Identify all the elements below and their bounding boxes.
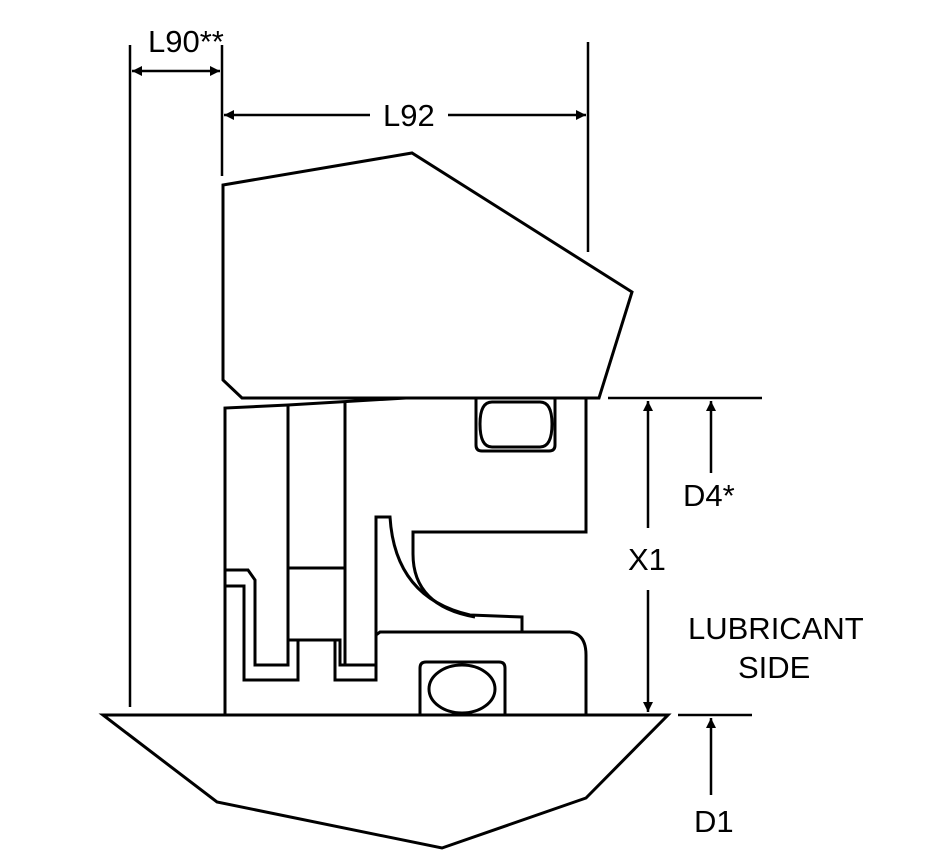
- lubricant-side-label-line2: SIDE: [738, 650, 810, 685]
- x1-label: X1: [628, 542, 666, 577]
- lower-oring: [427, 663, 497, 715]
- shaft-base: [98, 713, 672, 850]
- d1-label: D1: [694, 804, 734, 839]
- upper-rotor-block: [221, 151, 634, 400]
- lower-oring-groove: [418, 660, 507, 715]
- upper-oring: [478, 400, 554, 449]
- l90-label: L90**: [148, 24, 224, 59]
- stator-body: [223, 396, 407, 715]
- upper-oring-groove: [474, 398, 557, 453]
- l92-label: L92: [383, 98, 435, 133]
- curved-lip-inner: [411, 553, 476, 619]
- labyrinth-inner-groove-2: [333, 640, 378, 682]
- curved-lip: [374, 515, 524, 665]
- d4-label: D4*: [683, 478, 735, 513]
- lubricant-side-label-line1: LUBRICANT: [688, 611, 864, 646]
- labyrinth-profile-left: [225, 568, 588, 715]
- labyrinth-inner-groove: [225, 584, 300, 682]
- stator-body-right: [411, 396, 588, 554]
